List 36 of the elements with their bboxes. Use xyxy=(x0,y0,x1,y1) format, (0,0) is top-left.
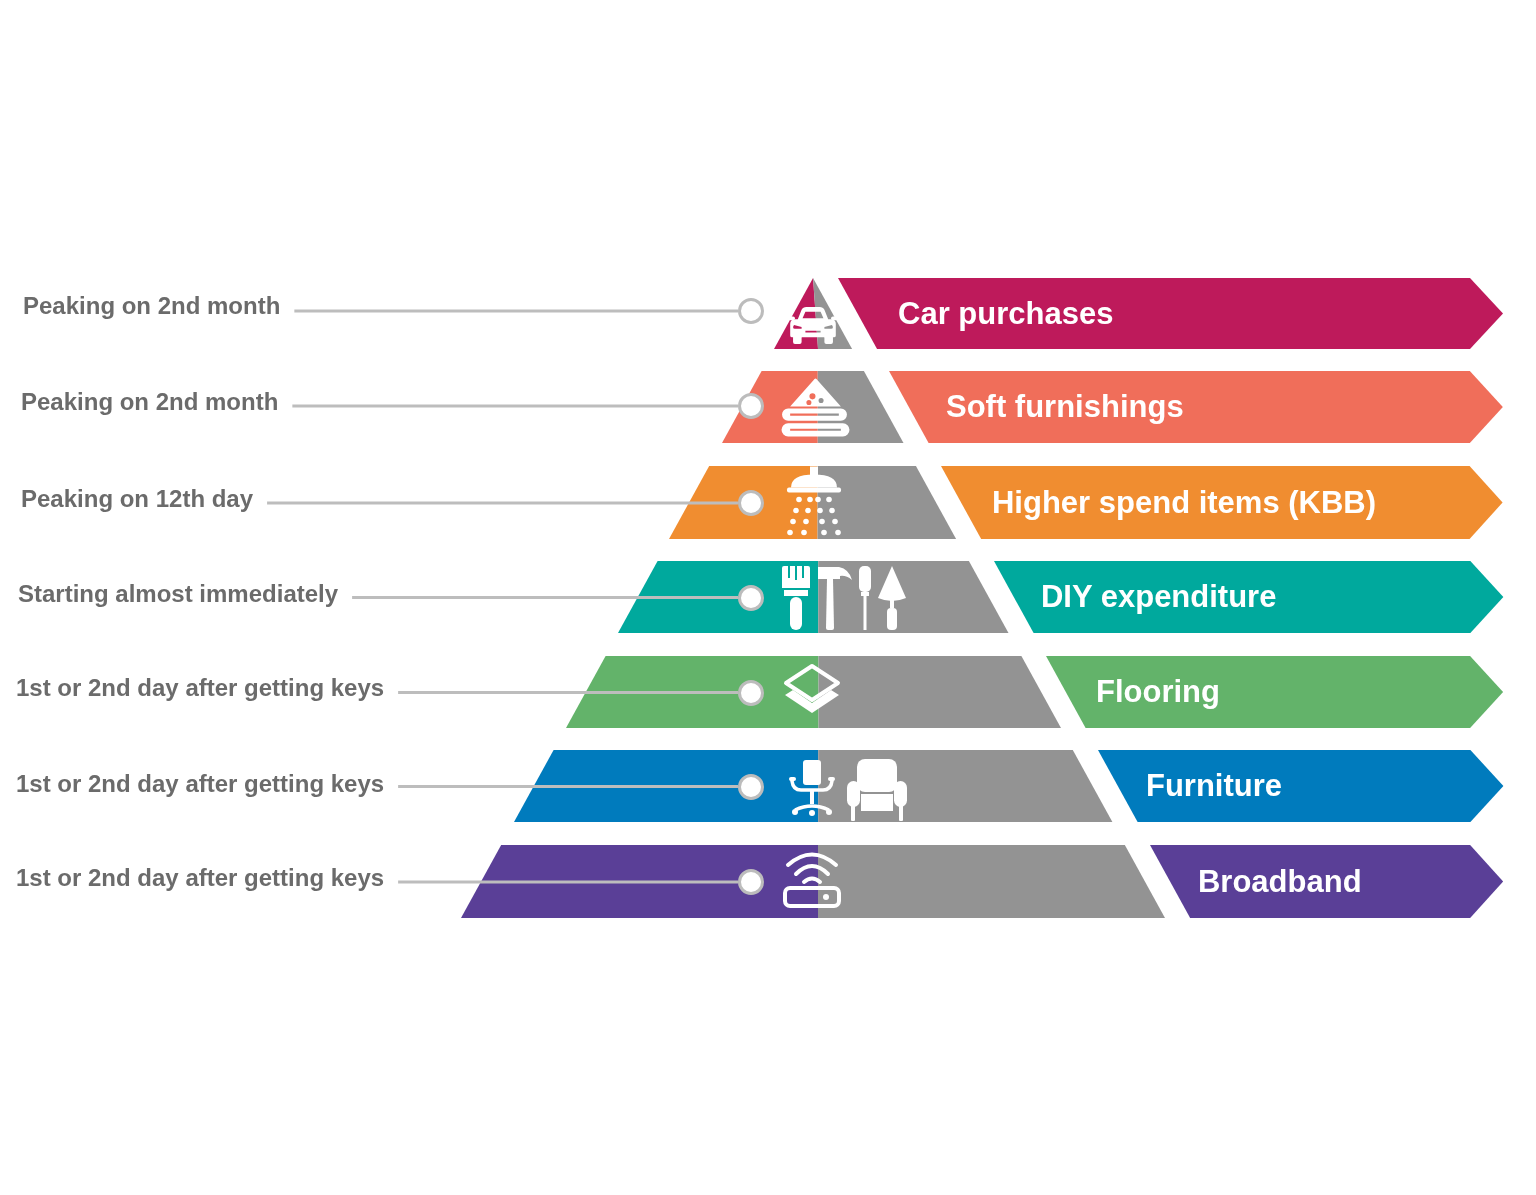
timing-label: Starting almost immediately xyxy=(18,580,339,608)
category-name: Broadband xyxy=(1198,863,1362,900)
category-name: Soft furnishings xyxy=(946,389,1184,425)
pyramid-tier xyxy=(722,371,904,443)
category-name: DIY expenditure xyxy=(1041,579,1277,615)
pyramid-tier xyxy=(513,750,1113,822)
pyramid-tier xyxy=(565,656,1061,728)
pyramid-tier xyxy=(617,561,1009,633)
endpoint-circle xyxy=(738,298,764,324)
pyramid-tier xyxy=(461,845,1165,918)
category-name: Furniture xyxy=(1146,768,1283,804)
category-name: Car purchases xyxy=(898,295,1114,332)
category-banner xyxy=(1097,750,1503,822)
category-banner xyxy=(941,466,1503,539)
timing-label: 1st or 2nd day after getting keys xyxy=(16,770,385,798)
category-banner xyxy=(889,371,1503,443)
pyramid-tier xyxy=(773,278,853,349)
category-name: Flooring xyxy=(1096,674,1220,710)
timing-label: Peaking on 2nd month xyxy=(23,292,281,320)
category-name: Higher spend items (KBB) xyxy=(992,484,1377,521)
leader-line xyxy=(294,309,738,313)
timing-label: Peaking on 2nd month xyxy=(21,388,279,416)
leader-line xyxy=(267,501,738,505)
leader-line xyxy=(292,404,738,408)
timing-label: 1st or 2nd day after getting keys xyxy=(16,674,385,702)
pyramid-tier xyxy=(669,466,957,539)
leader-line xyxy=(398,880,738,884)
timing-label: 1st or 2nd day after getting keys xyxy=(16,864,385,892)
category-banner xyxy=(1149,845,1503,918)
timing-label: Peaking on 12th day xyxy=(21,485,254,513)
category-banner xyxy=(838,278,1503,349)
category-banner xyxy=(1045,656,1503,728)
leader-line xyxy=(352,596,738,599)
leader-line xyxy=(398,785,738,788)
leader-line xyxy=(398,691,738,694)
category-banner xyxy=(993,561,1503,633)
